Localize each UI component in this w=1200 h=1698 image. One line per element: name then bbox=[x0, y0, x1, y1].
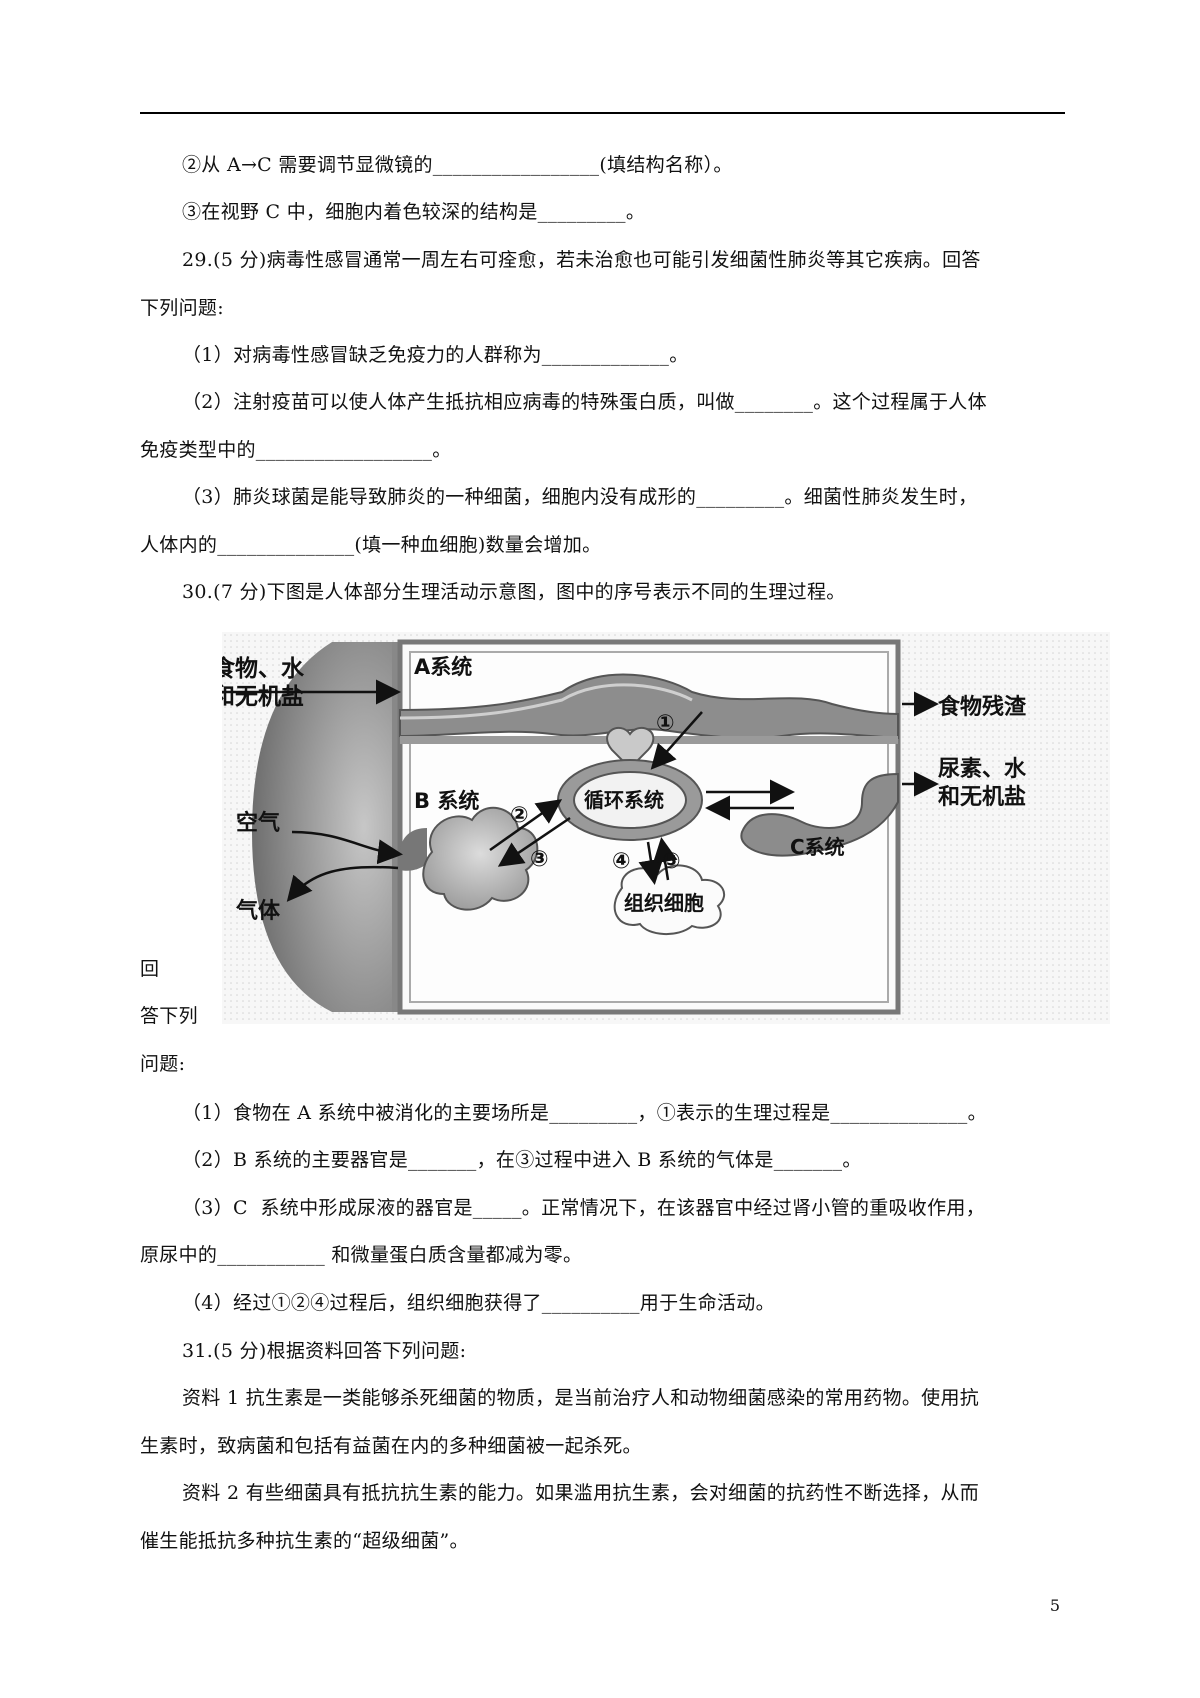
q30-sub-2: （2）B 系统的主要器官是_______，在③过程中进入 B 系统的气体是___… bbox=[182, 1149, 862, 1171]
q29-sub-3: （3）肺炎球菌是能导致肺炎的一种细菌，细胞内没有成形的_________。细菌性… bbox=[182, 486, 978, 508]
label-food-residue: 食物残渣 bbox=[938, 694, 1027, 720]
q31-material-2-cont: 催生能抵抗多种抗生素的“超级细菌”。 bbox=[140, 1530, 469, 1552]
label-tissue-cells: 组织细胞 bbox=[624, 891, 704, 915]
physiology-diagram: A系统 食物、水 和无机盐 食物残渣 尿素、水 和无机盐 B 系统 空气 气体 … bbox=[222, 632, 1110, 1024]
label-gas: 气体 bbox=[235, 898, 281, 924]
arrow-5 bbox=[652, 837, 678, 881]
body-head bbox=[252, 642, 392, 1012]
q31-material-2: 资料 2 有些细菌具有抵抗抗生素的能力。如果滥用抗生素，会对细菌的抗药性不断选择… bbox=[182, 1482, 980, 1504]
digestive-tract bbox=[399, 673, 899, 740]
arrow-3 bbox=[497, 816, 571, 867]
q30-stem: 30.(7 分)下图是人体部分生理活动示意图，图中的序号表示不同的生理过程。 bbox=[182, 581, 846, 603]
arrow-1-absorption bbox=[650, 711, 703, 770]
arrow-4 bbox=[638, 841, 664, 885]
label-urea-2: 和无机盐 bbox=[938, 785, 1026, 810]
q30-sub-3-cont: 原尿中的___________ 和微量蛋白质含量都减为零。 bbox=[140, 1244, 583, 1266]
label-c-system: C系统 bbox=[790, 835, 845, 859]
label-food-input-2: 和无机盐 bbox=[222, 684, 304, 710]
label-process-5: ⑤ bbox=[662, 849, 681, 874]
label-process-2: ② bbox=[510, 803, 529, 828]
airway bbox=[400, 828, 427, 871]
q31-material-1-cont: 生素时，致病菌和包括有益菌在内的多种细菌被一起杀死。 bbox=[140, 1435, 642, 1457]
air-in-arrow bbox=[291, 830, 403, 865]
q29-sub-2: （2）注射疫苗可以使人体产生抵抗相应病毒的特殊蛋白质，叫做________。这个… bbox=[182, 391, 987, 413]
header-rule bbox=[140, 112, 1065, 114]
label-process-1: ① bbox=[656, 711, 675, 736]
q31-stem: 31.(5 分)根据资料回答下列问题: bbox=[182, 1340, 467, 1362]
digestive-highlight bbox=[399, 683, 693, 720]
q28-item-2: ②从 A→C 需要调节显微镜的_________________(填结构名称）。 bbox=[182, 154, 733, 176]
q30-answer-prompt-1: 回 bbox=[140, 958, 160, 980]
label-urea-1: 尿素、水 bbox=[938, 756, 1027, 782]
page-number: 5 bbox=[1049, 1596, 1060, 1615]
label-circulatory-system: 循环系统 bbox=[584, 788, 664, 812]
label-process-3: ③ bbox=[530, 847, 549, 872]
q29-sub-3-cont: 人体内的______________(填一种血细胞)数量会增加。 bbox=[140, 534, 602, 556]
circulatory-ring-inner bbox=[573, 771, 687, 829]
q30-sub-1: （1）食物在 A 系统中被消化的主要场所是_________，①表示的生理过程是… bbox=[182, 1102, 987, 1124]
c-system-organ bbox=[740, 772, 899, 857]
q30-answer-prompt-2: 答下列 bbox=[140, 1005, 198, 1027]
arrow-2 bbox=[489, 799, 563, 852]
gas-out-arrow bbox=[286, 865, 399, 902]
q30-answer-prompt-3: 问题: bbox=[140, 1053, 186, 1075]
label-a-system: A系统 bbox=[414, 655, 472, 679]
label-food-input-1: 食物、水 bbox=[222, 655, 305, 682]
lung-shape bbox=[422, 806, 539, 911]
label-process-4: ④ bbox=[612, 849, 631, 874]
q28-item-3: ③在视野 C 中，细胞内着色较深的结构是_________。 bbox=[182, 201, 646, 223]
q30-sub-4: （4）经过①②④过程后，组织细胞获得了__________用于生命活动。 bbox=[182, 1292, 775, 1314]
q29-sub-1: （1）对病毒性感冒缺乏免疫力的人群称为_____________。 bbox=[182, 344, 689, 366]
label-b-system: B 系统 bbox=[414, 789, 479, 813]
q31-material-1: 资料 1 抗生素是一类能够杀死细菌的物质，是当前治疗人和动物细菌感染的常用药物。… bbox=[182, 1387, 980, 1409]
label-air: 空气 bbox=[236, 810, 280, 836]
q29-stem: 29.(5 分)病毒性感冒通常一周左右可痊愈，若未治愈也可能引发细菌性肺炎等其它… bbox=[182, 249, 981, 271]
q30-sub-3: （3）C 系统中形成尿液的器官是_____。正常情况下，在该器官中经过肾小管的重… bbox=[182, 1197, 986, 1219]
q29-stem-cont: 下列问题: bbox=[140, 297, 224, 319]
q29-sub-2-cont: 免疫类型中的__________________。 bbox=[140, 439, 452, 461]
